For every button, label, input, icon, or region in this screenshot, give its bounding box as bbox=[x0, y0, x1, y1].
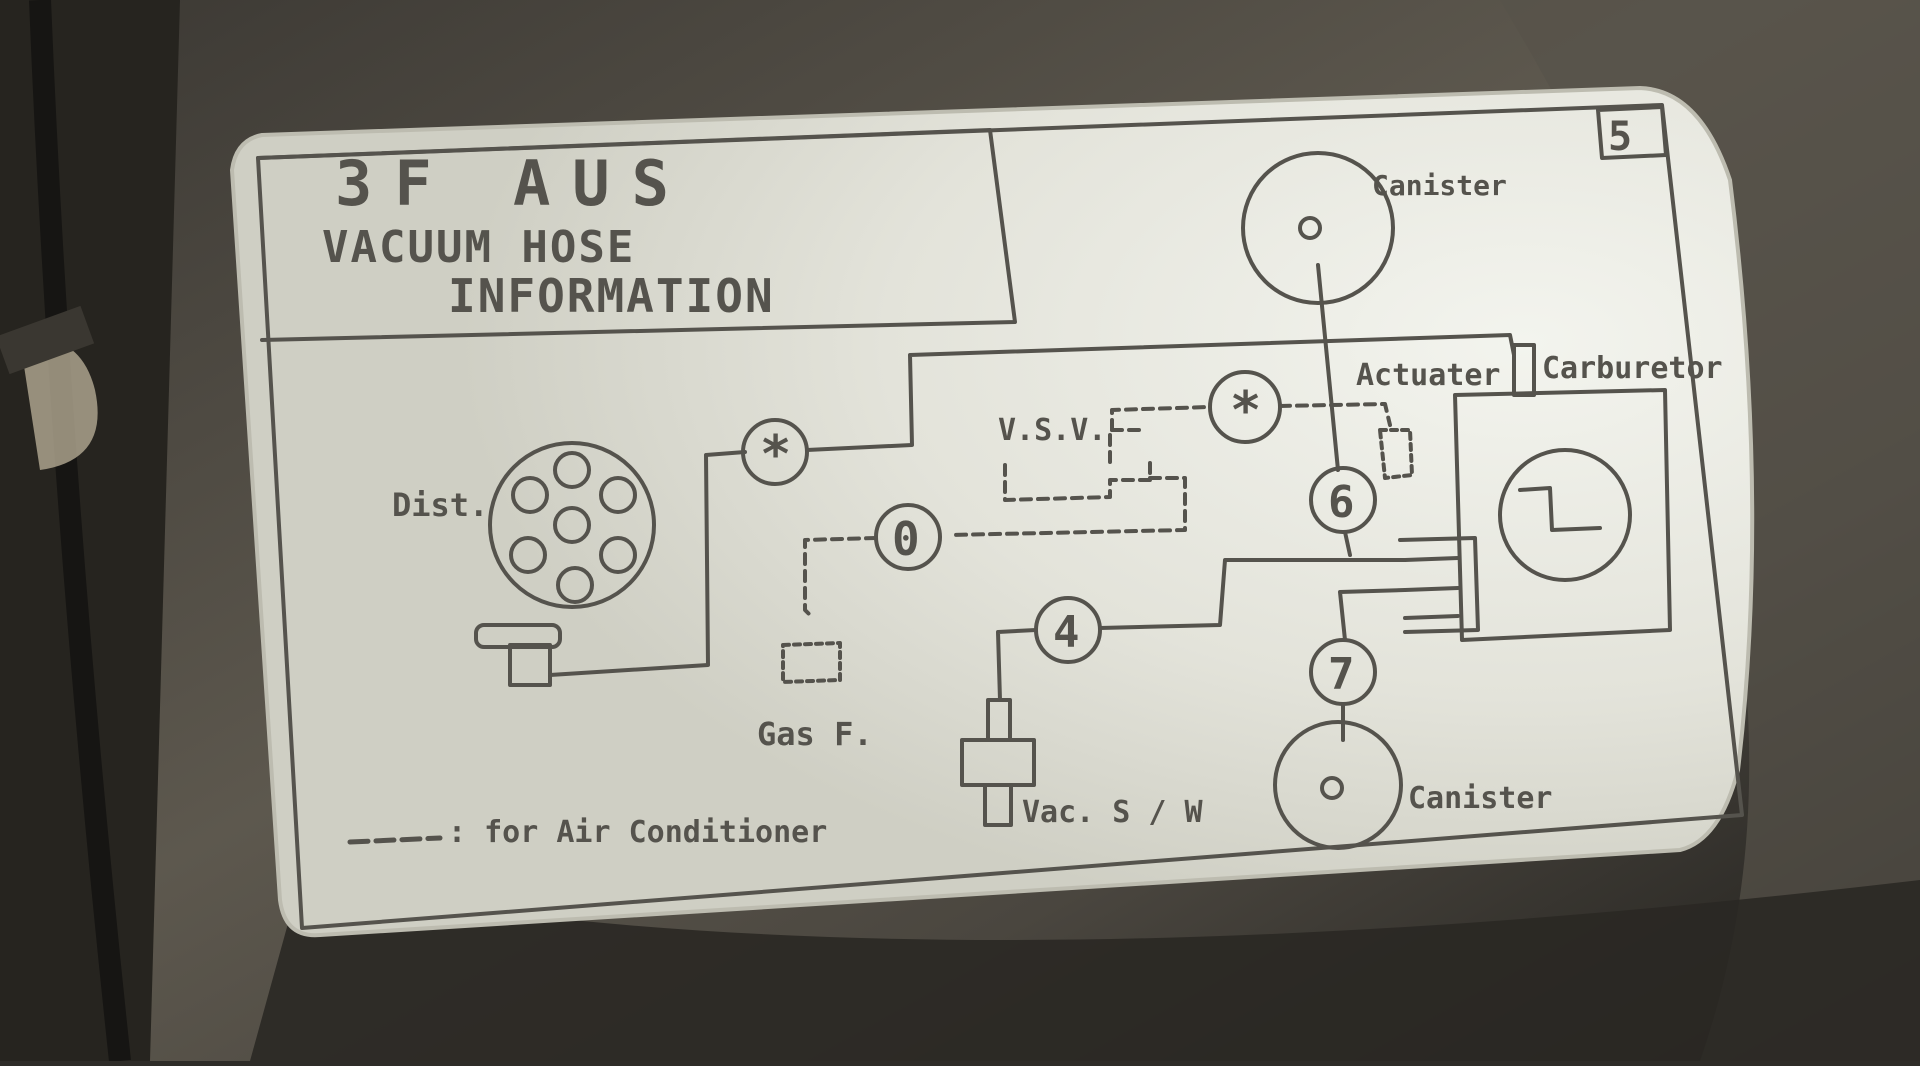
sheet-box bbox=[1596, 105, 1668, 160]
hose-vac-switch bbox=[996, 628, 1038, 702]
marker-six: 6 bbox=[1328, 477, 1355, 528]
canister-bottom bbox=[1273, 720, 1403, 850]
port-nipples bbox=[1403, 556, 1460, 620]
label-text: 5 3F AUS VACUUM HOSE INFORMATION Dist. V… bbox=[322, 114, 1723, 850]
marker-asterisk-left: * bbox=[760, 425, 791, 485]
title-model: 3F AUS bbox=[335, 147, 691, 220]
distributor-body bbox=[488, 441, 656, 609]
left-clip bbox=[0, 305, 95, 375]
dist-port bbox=[599, 476, 637, 514]
vac-switch-stem bbox=[983, 783, 1013, 827]
title-box bbox=[256, 128, 1017, 342]
carburetor-inner bbox=[1518, 486, 1602, 532]
label-canister-bottom: Canister bbox=[1408, 781, 1553, 816]
label-gas-filter: Gas F. bbox=[757, 715, 873, 753]
hose-seven bbox=[1338, 588, 1407, 642]
port-block bbox=[1398, 536, 1480, 634]
label-vac-switch: Vac. S / W bbox=[1022, 795, 1204, 830]
canister-bottom-port bbox=[1320, 776, 1344, 800]
marker-seven: 7 bbox=[1328, 649, 1355, 700]
hose-top bbox=[805, 333, 1516, 452]
hose-asterisk-right bbox=[1278, 402, 1392, 427]
bottom-shadow bbox=[250, 880, 1920, 1061]
dist-port bbox=[553, 506, 591, 544]
label-carburetor: Carburetor bbox=[1542, 351, 1723, 386]
right-surface bbox=[1500, 0, 1920, 1061]
title-information: INFORMATION bbox=[448, 269, 775, 323]
legend-dash bbox=[347, 835, 443, 845]
dist-port bbox=[511, 476, 549, 514]
carburetor-bowl bbox=[1498, 448, 1632, 582]
gas-filter-body bbox=[781, 641, 842, 684]
left-shadow bbox=[0, 0, 180, 1061]
canister-top bbox=[1241, 151, 1395, 305]
diagram-lines bbox=[256, 103, 1744, 930]
hose-dist bbox=[548, 450, 747, 677]
marker-four: 4 bbox=[1053, 607, 1080, 658]
label-vsv: V.S.V. bbox=[998, 413, 1106, 448]
label-canister-top: Canister bbox=[1372, 169, 1507, 202]
vacuum-advance-neck bbox=[508, 643, 552, 687]
label-frame bbox=[256, 103, 1744, 930]
legend-text: : for Air Conditioner bbox=[448, 815, 827, 850]
dist-port bbox=[509, 536, 547, 574]
sheet-number: 5 bbox=[1608, 114, 1632, 160]
asterisk-left-circle bbox=[741, 418, 809, 486]
label-dist: Dist. bbox=[392, 486, 488, 524]
title-vacuum-hose: VACUUM HOSE bbox=[322, 222, 635, 273]
hose-gas-filter bbox=[803, 536, 878, 617]
label-actuater: Actuater bbox=[1356, 358, 1501, 393]
canister-top-port bbox=[1298, 216, 1322, 240]
marker-asterisk-right: * bbox=[1230, 381, 1261, 441]
dist-port bbox=[553, 451, 591, 489]
dist-port bbox=[556, 566, 594, 604]
actuater-body bbox=[1512, 343, 1536, 397]
black-hose bbox=[29, 0, 131, 1063]
hose-canister-top bbox=[1316, 263, 1340, 472]
actuater-dashed bbox=[1378, 428, 1414, 480]
hose-four bbox=[1098, 558, 1407, 630]
hose-six bbox=[1343, 530, 1352, 557]
hose-vsv-top bbox=[1110, 405, 1212, 432]
vsv-valve bbox=[1108, 428, 1142, 464]
bracket-notch bbox=[20, 338, 98, 470]
hose-vsv-out bbox=[948, 476, 1187, 537]
dist-port bbox=[599, 536, 637, 574]
marker-zero: 0 bbox=[892, 512, 920, 566]
label-sticker bbox=[229, 85, 1755, 938]
